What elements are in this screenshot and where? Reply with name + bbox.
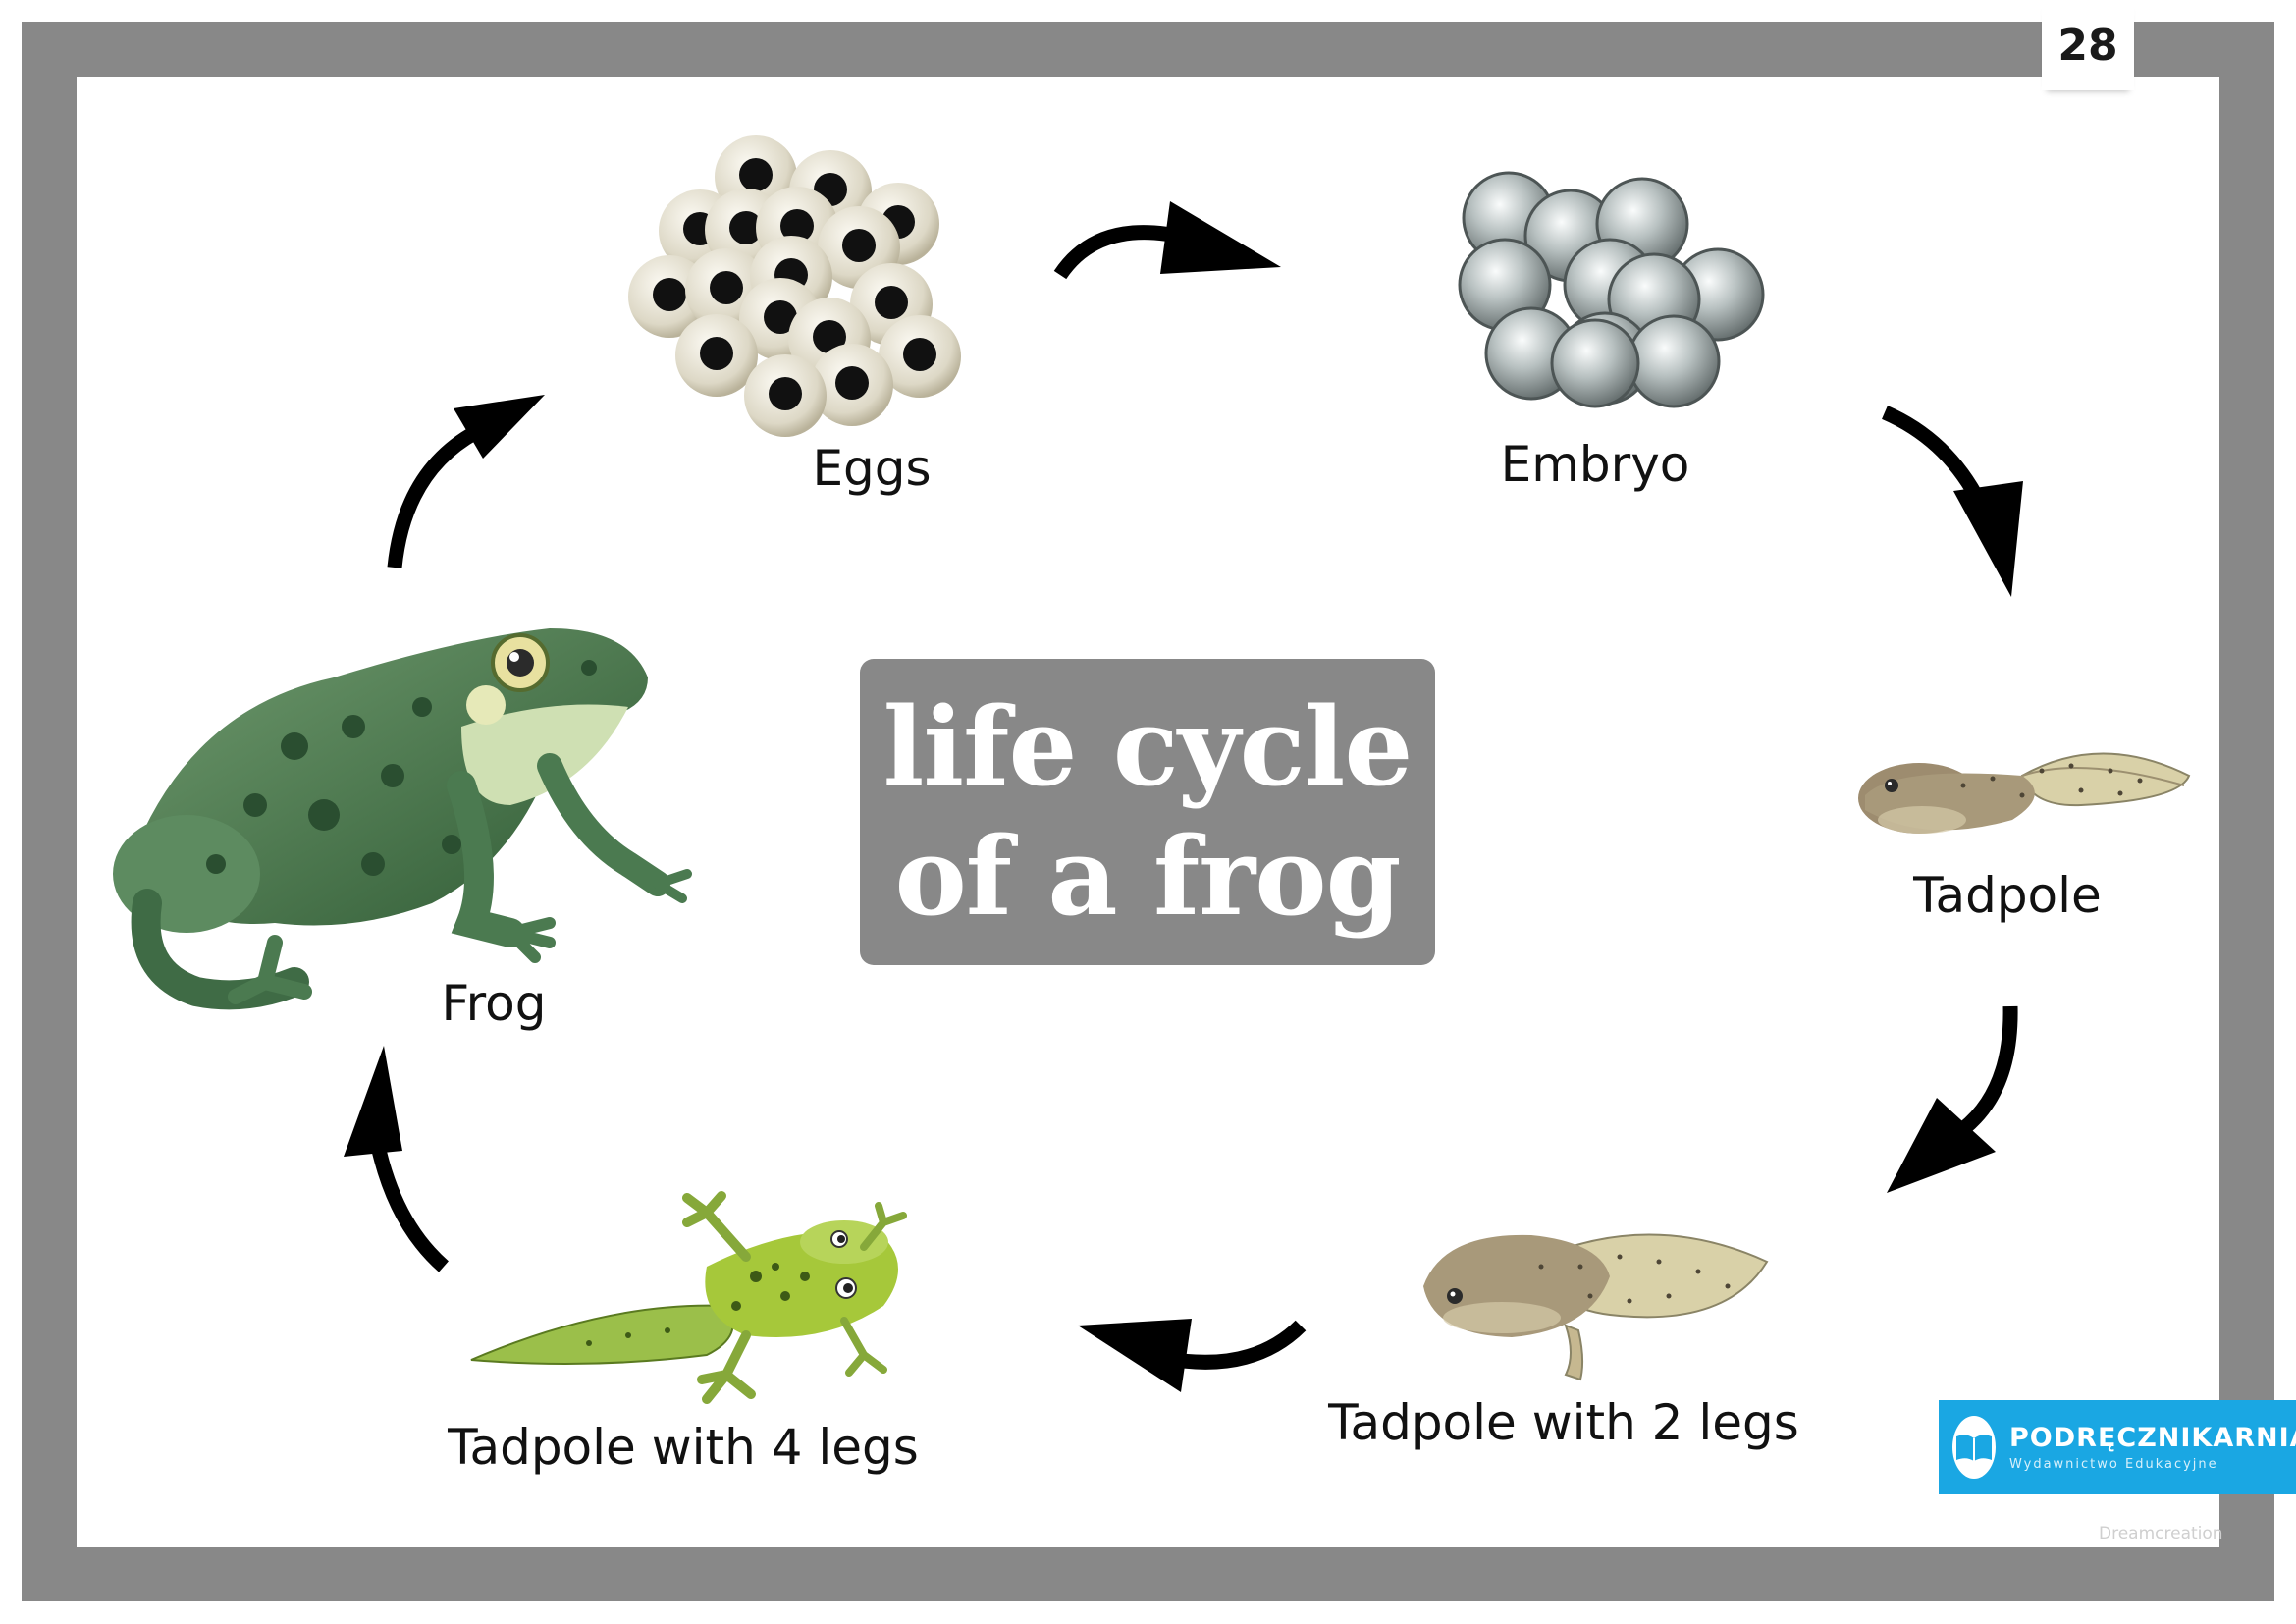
stage-label-embryo: Embryo xyxy=(1500,436,1690,493)
title-line-1: life cycle xyxy=(882,683,1414,810)
arrow-tadpole-to-2legs xyxy=(1887,1005,2018,1193)
stage-label-frog: Frog xyxy=(441,975,547,1032)
publisher-logo: PODRĘCZNIKARNIA Wydawnictwo Edukacyjne xyxy=(1939,1400,2296,1494)
page-number: 28 xyxy=(2042,0,2134,90)
stage-label-tadpole-2-legs: Tadpole with 2 legs xyxy=(1328,1394,1799,1451)
publisher-tagline: Wydawnictwo Edukacyjne xyxy=(2009,1457,2218,1472)
title-box: life cycle of a frog xyxy=(860,659,1435,965)
image-credit: Dreamcreation xyxy=(2099,1524,2223,1543)
book-icon xyxy=(1952,1416,1996,1479)
title-line-2: of a frog xyxy=(894,813,1401,940)
stage-label-eggs: Eggs xyxy=(812,440,932,497)
arrow-embryo-to-tadpole xyxy=(1881,406,2023,597)
arrow-4legs-to-frog xyxy=(344,1046,450,1272)
arrow-2legs-to-4legs xyxy=(1078,1319,1307,1392)
stage-label-tadpole: Tadpole xyxy=(1913,867,2102,924)
arrow-frog-to-eggs xyxy=(387,395,545,568)
stage-label-tadpole-4-legs: Tadpole with 4 legs xyxy=(448,1419,919,1476)
publisher-name: PODRĘCZNIKARNIA xyxy=(2009,1423,2296,1453)
arrow-eggs-to-embryo xyxy=(1053,201,1281,280)
